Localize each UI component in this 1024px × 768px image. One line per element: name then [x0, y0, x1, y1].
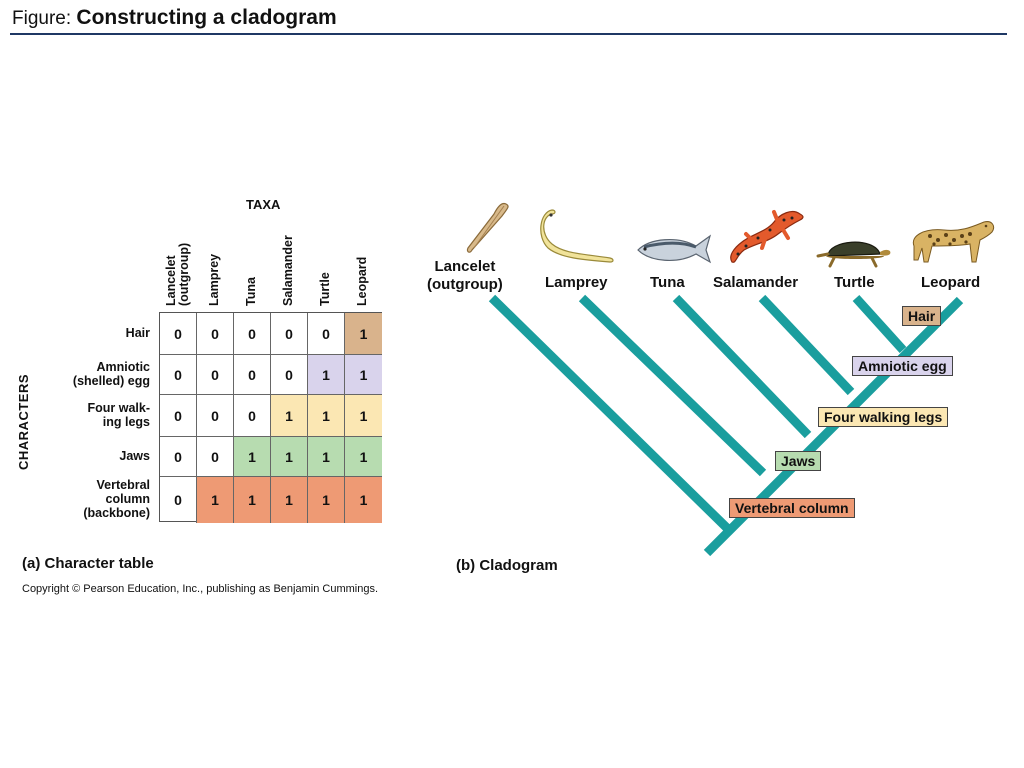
header-rule — [10, 33, 1007, 35]
table-cell: 1 — [271, 395, 308, 437]
table-cell: 1 — [308, 395, 345, 437]
cladogram-trait-label: Amniotic egg — [852, 356, 953, 376]
lamprey-illustration — [540, 209, 614, 263]
table-cell: 0 — [234, 355, 271, 395]
table-cell: 0 — [197, 395, 234, 437]
table-cell: 0 — [271, 313, 308, 355]
table-cell: 1 — [234, 477, 271, 523]
table-cell: 1 — [345, 395, 382, 437]
cladogram-branch — [488, 294, 731, 532]
cladogram-branch — [672, 294, 812, 439]
tuna-illustration — [637, 234, 712, 264]
cladogram-taxon-label: Salamander — [713, 274, 799, 291]
table-cell: 0 — [197, 313, 234, 355]
copyright-notice: Copyright © Pearson Education, Inc., pub… — [22, 583, 379, 595]
figure-header: Figure: Constructing a cladogram — [12, 6, 337, 30]
table-cell: 1 — [197, 477, 234, 523]
cladogram-branch — [852, 294, 907, 354]
table-cell: 0 — [197, 437, 234, 477]
cladogram-trait-label: Jaws — [775, 451, 822, 471]
cladogram-trait-label: Four walking legs — [818, 407, 949, 427]
table-cell: 1 — [345, 437, 382, 477]
cladogram-taxon-label: Tuna — [650, 274, 685, 291]
cladogram-taxon-label: Turtle — [834, 274, 875, 291]
table-row-label: Amniotic (shelled) egg — [72, 360, 150, 388]
table-cell: 1 — [234, 437, 271, 477]
table-row-label: Four walk- ing legs — [87, 401, 150, 429]
table-cell: 1 — [308, 477, 345, 523]
table-cell: 1 — [271, 477, 308, 523]
table-row-label: Jaws — [119, 449, 150, 463]
cladogram-branch — [758, 294, 855, 396]
figure-label: Figure: — [12, 8, 72, 29]
table-caption: (a) Character table — [22, 555, 154, 572]
cladogram-taxon-label: Lamprey — [545, 274, 608, 291]
table-cell: 1 — [308, 437, 345, 477]
cladogram-caption: (b) Cladogram — [456, 557, 558, 574]
table-cell: 0 — [197, 355, 234, 395]
cladogram-taxon-label: Lancelet (outgroup) — [427, 258, 503, 293]
table-cell: 0 — [160, 313, 197, 355]
table-cell: 1 — [345, 477, 382, 523]
table-cell: 0 — [160, 437, 197, 477]
table-cell: 0 — [160, 477, 197, 523]
cladogram-trait-label: Vertebral column — [729, 498, 855, 518]
table-cell: 0 — [234, 313, 271, 355]
taxa-heading: TAXA — [246, 197, 281, 212]
cladogram-branch — [578, 294, 767, 477]
table-cell: 0 — [271, 355, 308, 395]
table-cell: 1 — [345, 313, 382, 355]
table-cell: 0 — [160, 395, 197, 437]
lancelet-illustration — [466, 202, 509, 253]
figure-title: Constructing a cladogram — [76, 6, 337, 29]
cladogram-taxon-label: Leopard — [921, 274, 981, 291]
table-cell: 1 — [308, 355, 345, 395]
cladogram-trait-label: Hair — [902, 306, 942, 326]
table-cell: 0 — [234, 395, 271, 437]
table-row-label: Hair — [125, 326, 150, 340]
leopard-illustration — [912, 221, 995, 263]
table-cell: 0 — [308, 313, 345, 355]
table-cell: 0 — [160, 355, 197, 395]
table-row-label: Vertebral column (backbone) — [83, 478, 150, 520]
table-cell: 1 — [271, 437, 308, 477]
salamander-illustration — [730, 210, 804, 263]
turtle-illustration — [816, 241, 891, 268]
table-cell: 1 — [345, 355, 382, 395]
